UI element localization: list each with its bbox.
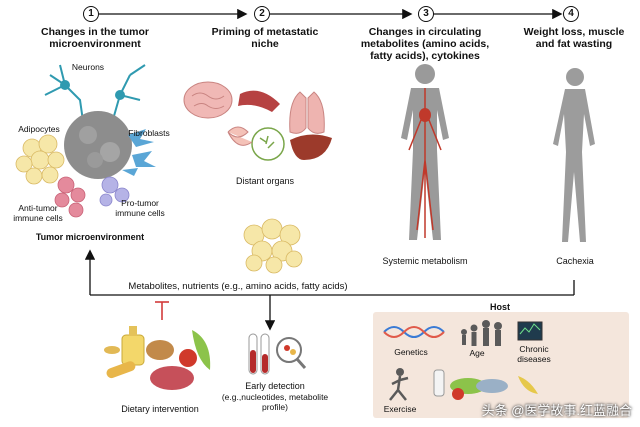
neurons-label: Neurons [71, 62, 105, 72]
systemic-metabolism-label: Systemic metabolism [382, 256, 468, 266]
host-title: Host [490, 302, 510, 312]
systemic-metabolism-figure [401, 64, 449, 240]
distant-organs-label: Distant organs [235, 176, 295, 186]
step-2-number: 2 [254, 6, 270, 22]
dietary-food-illustration [104, 326, 211, 390]
metabolites-caption: Metabolites, nutrients (e.g., amino acid… [128, 281, 348, 292]
fibroblasts-label: Fibroblasts [128, 128, 170, 138]
host-chronic-label: Chronic diseases [517, 344, 551, 364]
host-panel [373, 312, 629, 418]
step-3-number: 3 [418, 6, 434, 22]
step-1-number: 1 [83, 6, 99, 22]
adipocytes-label: Adipocytes [18, 124, 60, 134]
step-4-title: Weight loss, muscle and fat wasting [523, 26, 625, 50]
step-2-title: Priming of metastatic niche [211, 26, 319, 50]
cachexia-figure [553, 68, 595, 242]
cachexia-label: Cachexia [556, 256, 594, 266]
pro-tumor-label: Pro-tumor immune cells [115, 198, 165, 218]
step-1-title: Changes in the tumor microenvironment [41, 26, 149, 50]
host-genetics-label: Genetics [394, 347, 428, 357]
dietary-intervention-label: Dietary intervention [121, 404, 199, 414]
step-3-title: Changes in circulating metabolites (amin… [360, 26, 490, 62]
watermark: 头条 @医学故事.红蓝融合 [481, 403, 632, 418]
step-4-number: 4 [563, 6, 579, 22]
host-exercise-label: Exercise [383, 404, 417, 414]
host-illustration [383, 320, 543, 401]
tumor-microenvironment-caption: Tumor microenvironment [35, 232, 145, 242]
anti-tumor-label: Anti-tumor immune cells [13, 203, 63, 223]
early-detection-detail: (e.g.,nucleotides, metabolite profile) [221, 392, 329, 412]
early-detection-title: Early detection [245, 381, 305, 391]
metabolites-cluster [243, 218, 303, 274]
distant-organs-illustration [183, 81, 332, 161]
tumor-microenvironment-illustration [15, 64, 156, 218]
host-age-label: Age [469, 348, 485, 358]
early-detection-illustration [248, 333, 307, 375]
